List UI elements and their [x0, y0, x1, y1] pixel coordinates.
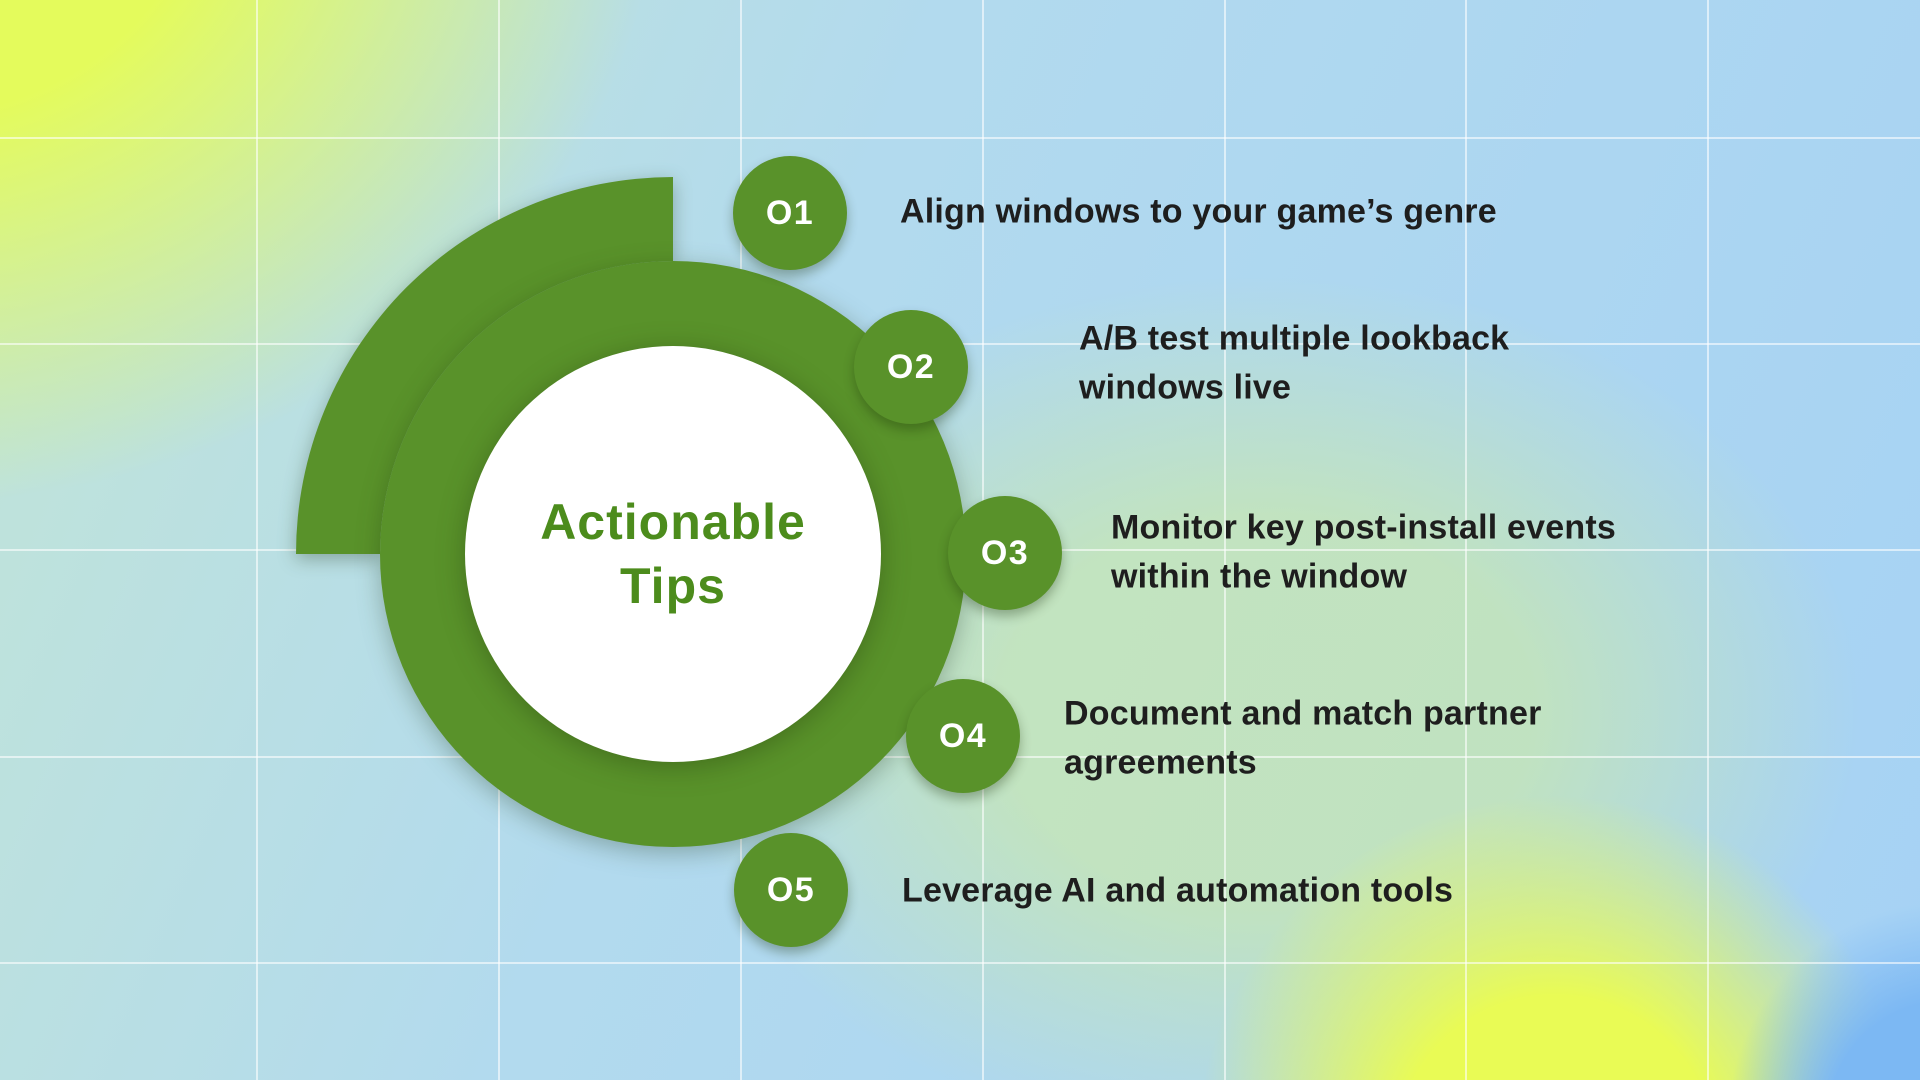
grid-line-vertical	[1707, 0, 1709, 1080]
grid-line-vertical	[1224, 0, 1226, 1080]
tip-label-5: Leverage AI and automation tools	[902, 871, 1454, 910]
step-badge-2-number: O2	[886, 347, 936, 386]
diagram-title: Actionable Tips	[540, 490, 806, 618]
grid-line-horizontal	[0, 962, 1920, 964]
step-badge-3: O3	[948, 496, 1062, 610]
grid-line-horizontal	[0, 137, 1920, 139]
step-badge-5: O5	[734, 833, 848, 947]
diagram-title-line2: Tips	[620, 558, 726, 614]
step-badge-5-number: O5	[766, 870, 816, 909]
tip-label-1: Align windows to your game’s genre	[900, 192, 1497, 231]
step-badge-2: O2	[854, 310, 968, 424]
tip-label-4: Document and match partner agreements	[1064, 694, 1542, 782]
step-badge-3-number: O3	[980, 533, 1030, 572]
step-badge-4: O4	[906, 679, 1020, 793]
step-badge-4-number: O4	[938, 716, 988, 755]
outer-arc-shape	[296, 177, 673, 554]
grid-line-vertical	[1465, 0, 1467, 1080]
grid-line-vertical	[256, 0, 258, 1080]
tip-label-3: Monitor key post-install events within t…	[1111, 508, 1616, 596]
step-badge-1-number: O1	[765, 193, 815, 232]
diagram-title-line1: Actionable	[540, 494, 806, 550]
step-badge-1: O1	[733, 156, 847, 270]
inner-white-circle	[465, 346, 881, 762]
tip-label-2: A/B test multiple lookback windows live	[1079, 319, 1510, 407]
